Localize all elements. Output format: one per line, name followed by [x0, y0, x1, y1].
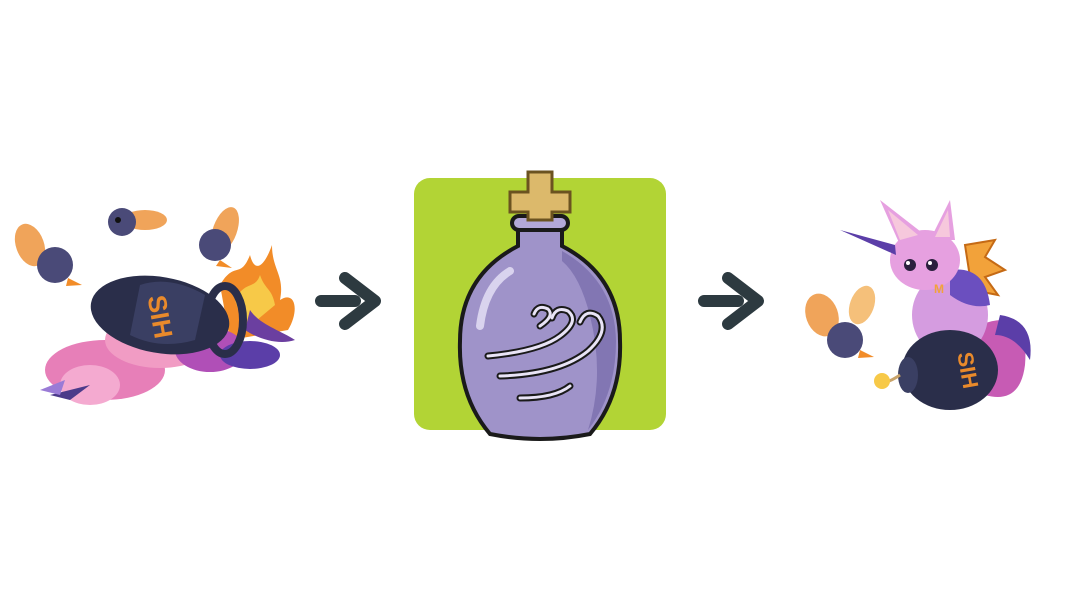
collar-tag: M	[934, 282, 944, 296]
right-illustration: M SIH	[800, 185, 1050, 425]
bird-1	[14, 223, 82, 286]
bird-2	[108, 208, 167, 236]
wind-potion-icon	[440, 166, 640, 444]
bird-3	[199, 207, 239, 268]
arrow-right-icon	[698, 270, 768, 332]
bomb: SIH	[90, 275, 247, 358]
arrow-right-icon	[315, 270, 385, 332]
bomb: SIH	[874, 330, 998, 410]
flame-burst	[220, 245, 295, 342]
bird	[805, 285, 876, 358]
bomb-label: SIH	[142, 293, 179, 341]
left-illustration: SIH	[10, 190, 310, 420]
